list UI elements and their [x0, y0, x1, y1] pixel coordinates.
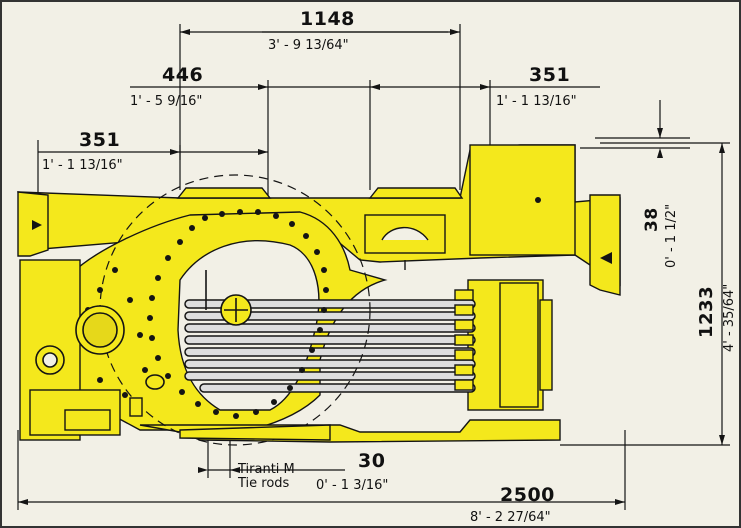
bottom-left-detail: [64, 397, 331, 441]
dim-2500-imperial: 8' - 2 27/64": [470, 510, 551, 525]
right-block: [469, 144, 576, 256]
dim-446-imperial: 1' - 5 9/16": [130, 94, 203, 109]
bolt-pattern: [85, 209, 329, 419]
saddle: [364, 214, 446, 270]
tie-rods-label-en: Tie rods: [238, 476, 290, 491]
dimension-arrows: [18, 29, 725, 505]
dim-1148-imperial: 3' - 9 13/64": [268, 38, 349, 53]
tube-bundle: [184, 299, 476, 393]
top-pad-mid: [368, 187, 464, 199]
dim-2500-mm: 2500: [500, 484, 555, 506]
left-drum: [35, 305, 165, 390]
dim-1233-mm: 1233: [696, 285, 717, 338]
dim-446-mm: 446: [162, 64, 204, 86]
dim-351-left-imperial: 1' - 1 13/16": [42, 158, 123, 173]
dimension-lines: [17, 24, 730, 510]
top-pad-left: [176, 187, 272, 199]
marker-arrows: [32, 197, 612, 264]
dim-1148-mm: 1148: [300, 8, 355, 30]
dim-1233-imperial: 4' - 35/64": [722, 283, 737, 352]
cylinder-pieces: [454, 282, 553, 408]
dim-351-right-mm: 351: [529, 64, 571, 86]
dim-351-right-imperial: 1' - 1 13/16": [496, 94, 577, 109]
dim-351-left-mm: 351: [79, 129, 121, 151]
dim-38-imperial: 0' - 1 1/2": [664, 203, 679, 268]
dim-38-mm: 38: [642, 207, 662, 232]
tie-rods-label-it: Tiranti M: [238, 462, 295, 477]
center-hub: [205, 270, 252, 326]
dim-30-mm: 30: [358, 450, 386, 472]
dim-30-imperial: 0' - 1 3/16": [316, 478, 389, 493]
right-end-plate: [589, 194, 621, 296]
